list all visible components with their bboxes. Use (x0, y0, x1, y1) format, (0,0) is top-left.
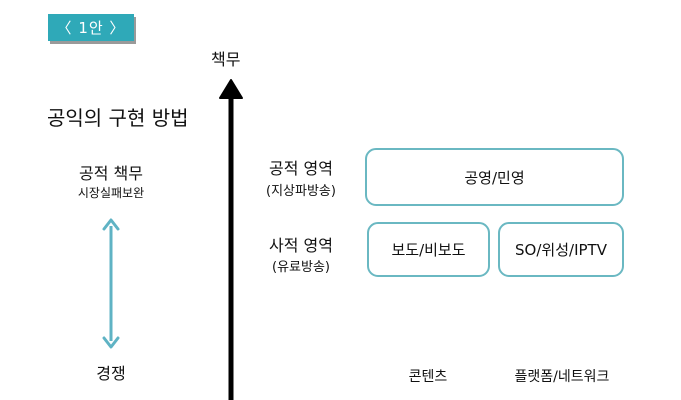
content-column-label: 콘텐츠 (408, 369, 448, 385)
competition-label: 경쟁 (96, 364, 126, 383)
version-badge: 〈 1안 〉 (48, 14, 134, 41)
axis-label: 책무 (211, 50, 241, 69)
version-badge-label: 〈 1안 〉 (56, 19, 126, 37)
platform-network-column-label: 플랫폼/네트워크 (514, 369, 610, 385)
public-competition-double-arrow (102, 218, 120, 349)
public-private-ownership-label: 공영/민영 (464, 168, 525, 187)
so-satellite-iptv-box: SO/위성/IPTV (498, 222, 624, 277)
public-sector-label: 공적 영역 (269, 159, 333, 178)
public-private-ownership-box: 공영/민영 (365, 148, 624, 206)
public-duty-label: 공적 책무 (79, 164, 143, 183)
market-failure-label: 시장실패보완 (77, 186, 145, 200)
so-satellite-iptv-label: SO/위성/IPTV (515, 241, 607, 259)
terrestrial-broadcast-label: (지상파방송) (266, 184, 336, 199)
private-sector-label: 사적 영역 (269, 236, 333, 255)
responsibility-axis-arrow (219, 79, 243, 400)
news-nonnews-box: 보도/비보도 (367, 222, 490, 277)
news-nonnews-label: 보도/비보도 (391, 241, 466, 259)
pay-tv-label: (유료방송) (272, 260, 330, 275)
diagram-title: 공익의 구현 방법 (47, 106, 189, 130)
